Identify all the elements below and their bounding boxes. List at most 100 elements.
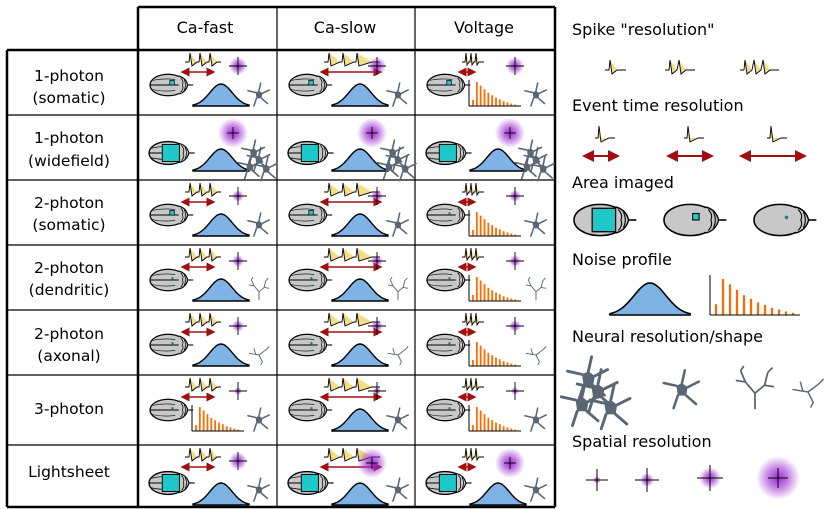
spatial-resolution-icon xyxy=(368,382,386,400)
spatial-resolution-icon xyxy=(368,187,386,205)
legend-spatial-icon xyxy=(635,468,659,492)
neuron-icon xyxy=(387,276,409,301)
col-header-voltage: Voltage xyxy=(454,18,514,37)
neuron-icon xyxy=(525,346,547,366)
spatial-resolution-icon xyxy=(368,57,386,75)
brain-icon xyxy=(426,268,471,292)
area-dot xyxy=(310,407,313,410)
gaussian-noise-icon xyxy=(192,213,250,237)
spatial-resolution-icon xyxy=(357,118,387,148)
neuron-icon xyxy=(247,82,270,107)
area-dot xyxy=(448,342,451,345)
neuron-icon xyxy=(524,82,547,107)
neuron-icon xyxy=(525,276,547,301)
table-cell xyxy=(149,182,270,237)
gaussian-noise-icon xyxy=(192,148,250,172)
row-label-1: 1-photon xyxy=(34,67,104,85)
brain-icon xyxy=(149,333,194,357)
row-label-7: Lightsheet xyxy=(28,463,110,481)
legend-glyphs xyxy=(560,59,825,500)
area-dot xyxy=(171,342,174,345)
brain-icon xyxy=(425,470,472,496)
neuron-icon xyxy=(247,212,270,237)
area-square xyxy=(161,143,180,163)
table-cell xyxy=(425,118,555,182)
area-dot xyxy=(448,212,451,215)
brain-icon xyxy=(426,73,471,97)
spatial-resolution-icon xyxy=(506,57,524,75)
poisson-noise-icon xyxy=(468,340,521,367)
brain-icon xyxy=(288,398,333,422)
spatial-resolution-icon xyxy=(495,118,525,148)
gaussian-noise-icon xyxy=(331,278,389,302)
brain-icon xyxy=(149,73,194,97)
gaussian-noise-icon xyxy=(331,482,389,506)
poisson-noise-icon xyxy=(468,405,521,432)
spatial-resolution-icon xyxy=(229,57,247,75)
brain-icon xyxy=(426,203,471,227)
table-grid xyxy=(5,5,557,509)
brain-icon xyxy=(148,140,195,166)
spike-trace xyxy=(324,52,380,67)
legend-neuron-icon xyxy=(735,365,775,410)
table-cell xyxy=(287,118,417,182)
area-square xyxy=(169,210,175,216)
spatial-resolution-icon xyxy=(229,452,247,470)
spatial-resolution-icon xyxy=(229,187,247,205)
row-label-1-sub: (somatic) xyxy=(32,89,105,107)
area-square xyxy=(161,473,180,493)
area-dot xyxy=(448,277,451,280)
area-dot xyxy=(448,407,451,410)
neuron-icon xyxy=(524,212,547,237)
area-dot xyxy=(310,277,313,280)
legend-event-glyph xyxy=(739,125,807,162)
spatial-resolution-icon xyxy=(368,252,386,270)
table-cell xyxy=(426,247,547,302)
spike-trace xyxy=(462,447,484,462)
brain-icon xyxy=(288,203,333,227)
brain-icon xyxy=(426,398,471,422)
spatial-resolution-icon xyxy=(229,382,247,400)
spike-trace xyxy=(462,312,484,327)
area-dot xyxy=(171,277,174,280)
gaussian-noise-icon xyxy=(192,343,250,367)
row-label-2: 1-photon xyxy=(34,129,104,147)
spike-trace xyxy=(185,447,221,462)
gaussian-noise-icon xyxy=(192,83,250,107)
row-label-5-sub: (axonal) xyxy=(37,347,100,365)
spike-trace xyxy=(185,377,221,392)
legend-neuron-icon xyxy=(792,378,825,408)
legend-spatial-icon xyxy=(586,469,608,491)
table-cell xyxy=(149,312,270,367)
neuron-icon xyxy=(386,212,409,237)
legend-spike-glyph xyxy=(740,59,779,75)
brain-icon xyxy=(288,73,333,97)
poisson-noise-icon xyxy=(191,405,244,432)
neuron-icon xyxy=(376,139,417,182)
spatial-resolution-icon xyxy=(506,317,524,335)
gaussian-noise-icon xyxy=(331,408,389,432)
neuron-icon xyxy=(386,477,409,502)
area-square xyxy=(300,143,319,163)
gaussian-noise-icon xyxy=(469,148,527,172)
area-square xyxy=(308,80,314,86)
spatial-resolution-icon xyxy=(229,317,247,335)
area-square xyxy=(446,80,452,86)
area-dot xyxy=(171,407,174,410)
spatial-resolution-icon xyxy=(368,317,386,335)
spike-trace xyxy=(324,247,380,262)
legend-spike-title: Spike "resolution" xyxy=(572,20,715,39)
spatial-resolution-icon xyxy=(506,252,524,270)
poisson-noise-icon xyxy=(468,275,521,302)
neuron-icon xyxy=(247,477,270,502)
neuron-icon xyxy=(386,407,409,432)
modality-table: Ca-fast Ca-slow Voltage 1-photon (somati… xyxy=(5,5,557,509)
legend-event-glyph xyxy=(582,125,620,162)
neuron-icon xyxy=(514,139,555,182)
neuron-icon xyxy=(386,82,409,107)
spatial-resolution-icon xyxy=(506,382,524,400)
legend-brain-icon xyxy=(573,203,637,237)
neuron-icon xyxy=(247,407,270,432)
brain-icon xyxy=(287,470,334,496)
table-cell xyxy=(426,52,547,107)
